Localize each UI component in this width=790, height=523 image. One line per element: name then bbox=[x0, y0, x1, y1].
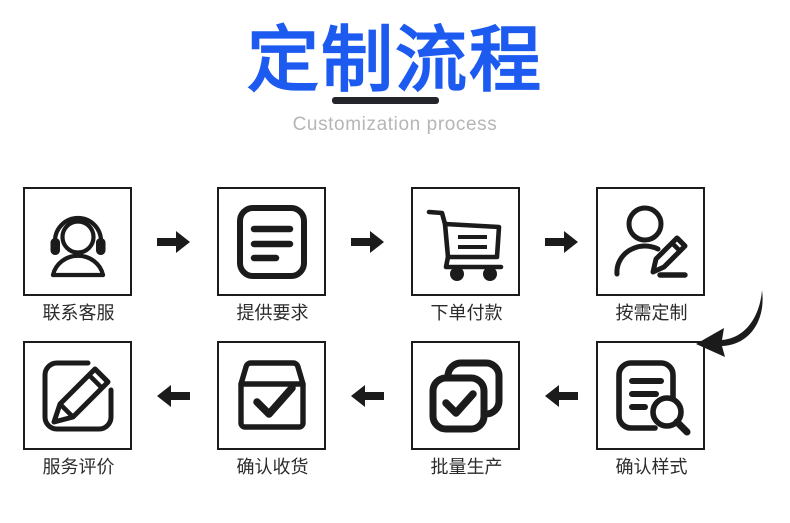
curved-turn-arrow-icon bbox=[694, 288, 766, 358]
arrow-right-icon-2 bbox=[351, 230, 385, 254]
title-underline-bar bbox=[332, 97, 439, 104]
step-confirm-receipt: 确认收货 bbox=[217, 341, 328, 479]
box-check-icon bbox=[232, 357, 312, 435]
step-icon-box bbox=[596, 341, 705, 450]
arrow-left-icon-1 bbox=[157, 384, 191, 408]
step-label: 批量生产 bbox=[430, 457, 503, 478]
step-place-order-pay: 下单付款 bbox=[411, 187, 522, 325]
step-label: 按需定制 bbox=[615, 303, 688, 324]
arrow-right-icon-1 bbox=[157, 230, 191, 254]
step-label: 下单付款 bbox=[430, 303, 503, 324]
document-search-icon bbox=[611, 356, 691, 436]
step-mass-production: 批量生产 bbox=[411, 341, 522, 479]
step-icon-box bbox=[217, 187, 326, 296]
arrow-left-icon-3 bbox=[545, 384, 579, 408]
step-label: 联系客服 bbox=[42, 303, 115, 324]
step-icon-box bbox=[411, 341, 520, 450]
arrow-right-icon-3 bbox=[545, 230, 579, 254]
header: 定制流程 Customization process bbox=[0, 0, 790, 160]
document-lines-icon bbox=[232, 202, 312, 282]
page-subtitle: Customization process bbox=[292, 114, 498, 135]
step-service-review: 服务评价 bbox=[23, 341, 134, 479]
copy-check-icon bbox=[426, 356, 506, 436]
step-icon-box bbox=[596, 187, 705, 296]
step-custom-on-demand: 按需定制 bbox=[596, 187, 707, 325]
pencil-edit-square-icon bbox=[38, 356, 118, 436]
step-provide-requirements: 提供要求 bbox=[217, 187, 328, 325]
step-label: 提供要求 bbox=[236, 303, 309, 324]
step-label: 服务评价 bbox=[42, 457, 115, 478]
headset-person-icon bbox=[38, 202, 118, 282]
step-icon-box bbox=[23, 187, 132, 296]
step-icon-box bbox=[23, 341, 132, 450]
step-label: 确认样式 bbox=[615, 457, 688, 478]
arrow-left-icon-2 bbox=[351, 384, 385, 408]
page-title: 定制流程 bbox=[246, 18, 543, 102]
step-label: 确认收货 bbox=[236, 457, 309, 478]
step-confirm-style: 确认样式 bbox=[596, 341, 707, 479]
step-contact-service: 联系客服 bbox=[23, 187, 134, 325]
step-icon-box bbox=[411, 187, 520, 296]
person-pencil-icon bbox=[611, 202, 691, 282]
step-icon-box bbox=[217, 341, 326, 450]
shopping-cart-icon bbox=[425, 202, 507, 282]
